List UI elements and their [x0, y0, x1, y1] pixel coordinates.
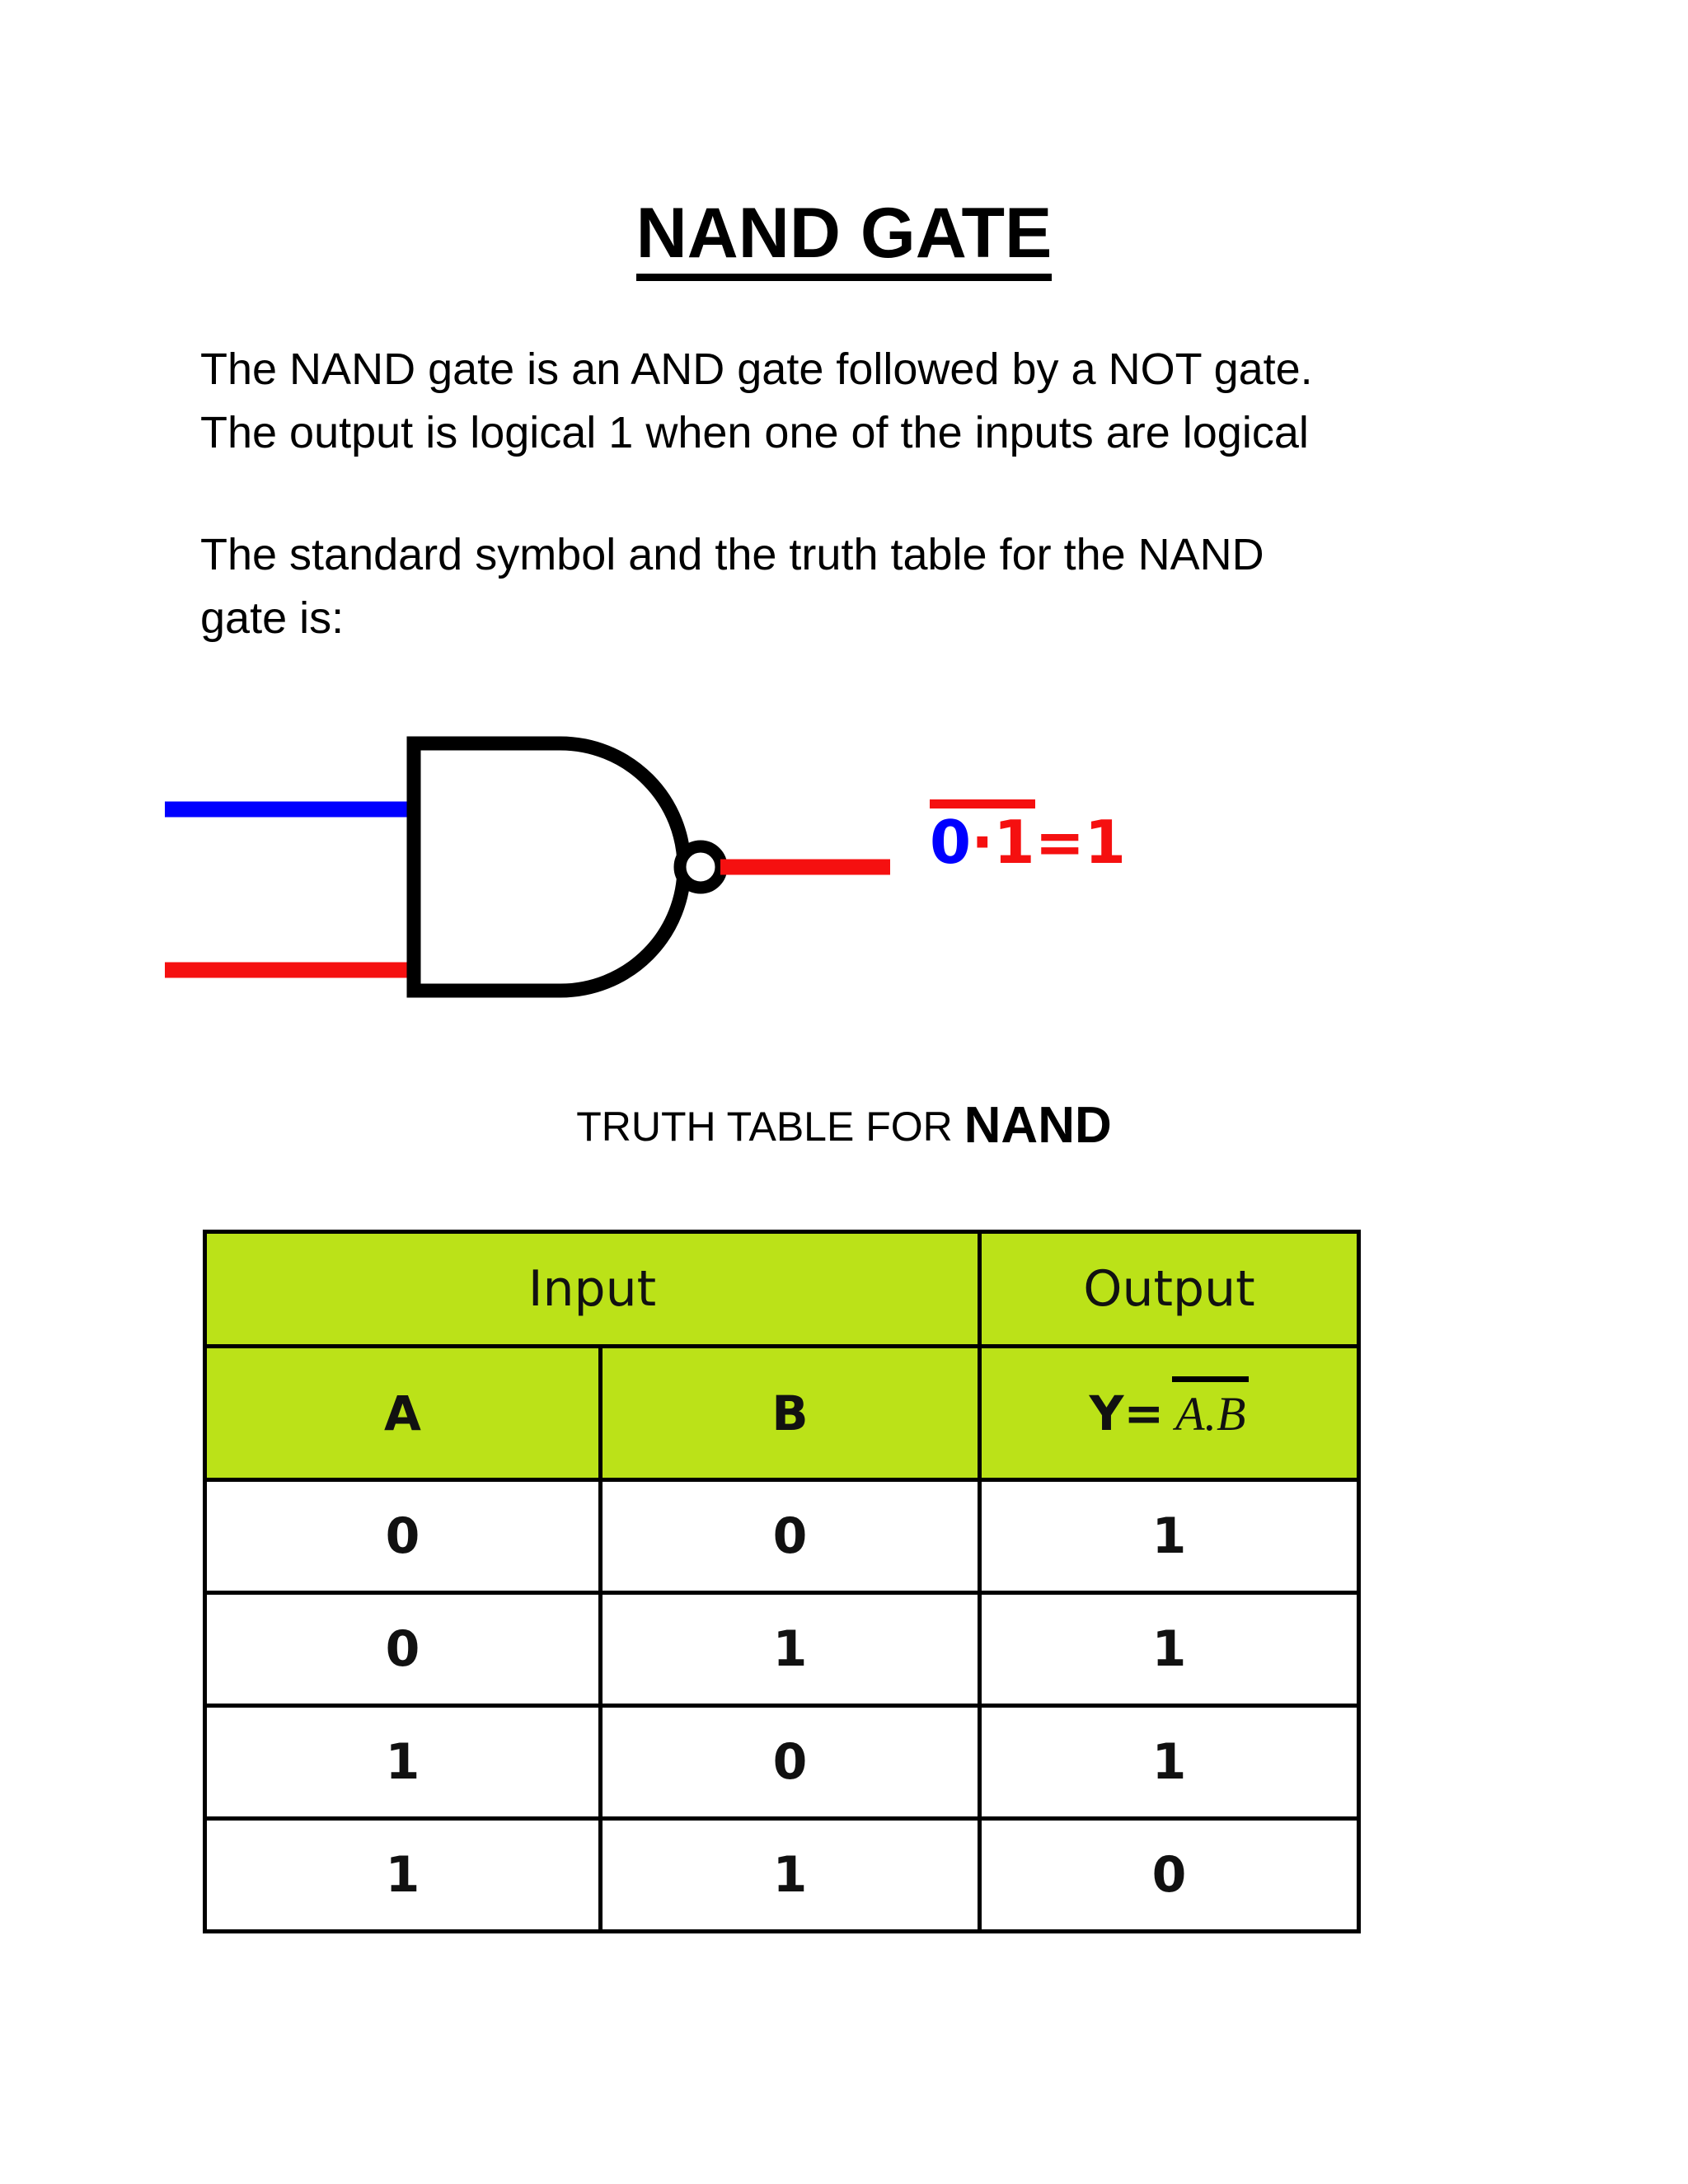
truth-table-caption-strong: NAND	[964, 1097, 1112, 1154]
cell-b: 1	[598, 1591, 982, 1708]
equation-equals: =	[1034, 808, 1085, 877]
nand-gate-symbol-svg	[165, 736, 890, 998]
truth-table-container: Input Output A B Y=A.B 0 0 1 0 1	[203, 1230, 1361, 1933]
cell-a: 1	[203, 1816, 603, 1933]
equation-operator: ·	[971, 808, 994, 877]
cell-b: 0	[598, 1704, 982, 1821]
truth-table: Input Output A B Y=A.B 0 0 1 0 1	[203, 1230, 1361, 1933]
symbol-intro-line-2: gate is:	[200, 593, 345, 643]
boolean-equation: 0·1 =1	[930, 799, 1126, 872]
table-column-header-row: A B Y=A.B	[203, 1344, 1361, 1482]
cell-y: 1	[978, 1591, 1361, 1708]
column-header-y: Y=A.B	[978, 1344, 1361, 1482]
table-row: 1 0 1	[203, 1704, 1361, 1821]
y-expression-group: Y=A.B	[1089, 1376, 1250, 1441]
cell-a: 0	[203, 1591, 603, 1708]
inverter-bubble	[673, 840, 728, 894]
group-header-output: Output	[978, 1230, 1361, 1348]
intro-paragraph: The NAND gate is an AND gate followed by…	[200, 338, 1536, 464]
y-expression-overbar	[1172, 1376, 1250, 1382]
equation-overbar-group: 0·1	[930, 799, 1035, 872]
y-expression-text: A.B	[1175, 1386, 1246, 1441]
table-row: 0 0 1	[203, 1478, 1361, 1595]
truth-table-caption: TRUTH TABLE FOR NAND	[0, 1097, 1688, 1154]
page-title: NAND GATE	[0, 196, 1688, 282]
column-header-b: B	[598, 1344, 982, 1482]
table-group-header-row: Input Output	[203, 1230, 1361, 1348]
nand-gate-diagram	[165, 725, 1236, 1030]
equation-operand-b: 1	[993, 808, 1035, 877]
y-expression: A.B	[1172, 1376, 1250, 1441]
cell-a: 1	[203, 1704, 603, 1821]
equation-result: 1	[1084, 808, 1127, 877]
and-gate-body	[406, 736, 692, 998]
y-label: Y=	[1089, 1385, 1165, 1441]
group-header-input: Input	[203, 1230, 982, 1348]
cell-y: 1	[978, 1478, 1361, 1595]
cell-a: 0	[203, 1478, 603, 1595]
equation-operand-a: 0	[930, 808, 972, 877]
cell-b: 0	[598, 1478, 982, 1595]
cell-b: 1	[598, 1816, 982, 1933]
column-header-a: A	[203, 1344, 603, 1482]
intro-line-2: The output is logical 1 when one of the …	[200, 407, 1309, 457]
page-title-text: NAND GATE	[635, 196, 1053, 282]
cell-y: 1	[978, 1704, 1361, 1821]
symbol-intro-paragraph: The standard symbol and the truth table …	[200, 523, 1536, 649]
intro-line-1: The NAND gate is an AND gate followed by…	[200, 344, 1313, 394]
cell-y: 0	[978, 1816, 1361, 1933]
truth-table-caption-prefix: TRUTH TABLE FOR	[576, 1104, 964, 1150]
equation-overbar	[930, 799, 1035, 808]
table-row: 0 1 1	[203, 1591, 1361, 1708]
symbol-intro-line-1: The standard symbol and the truth table …	[200, 530, 1264, 579]
table-row: 1 1 0	[203, 1816, 1361, 1933]
